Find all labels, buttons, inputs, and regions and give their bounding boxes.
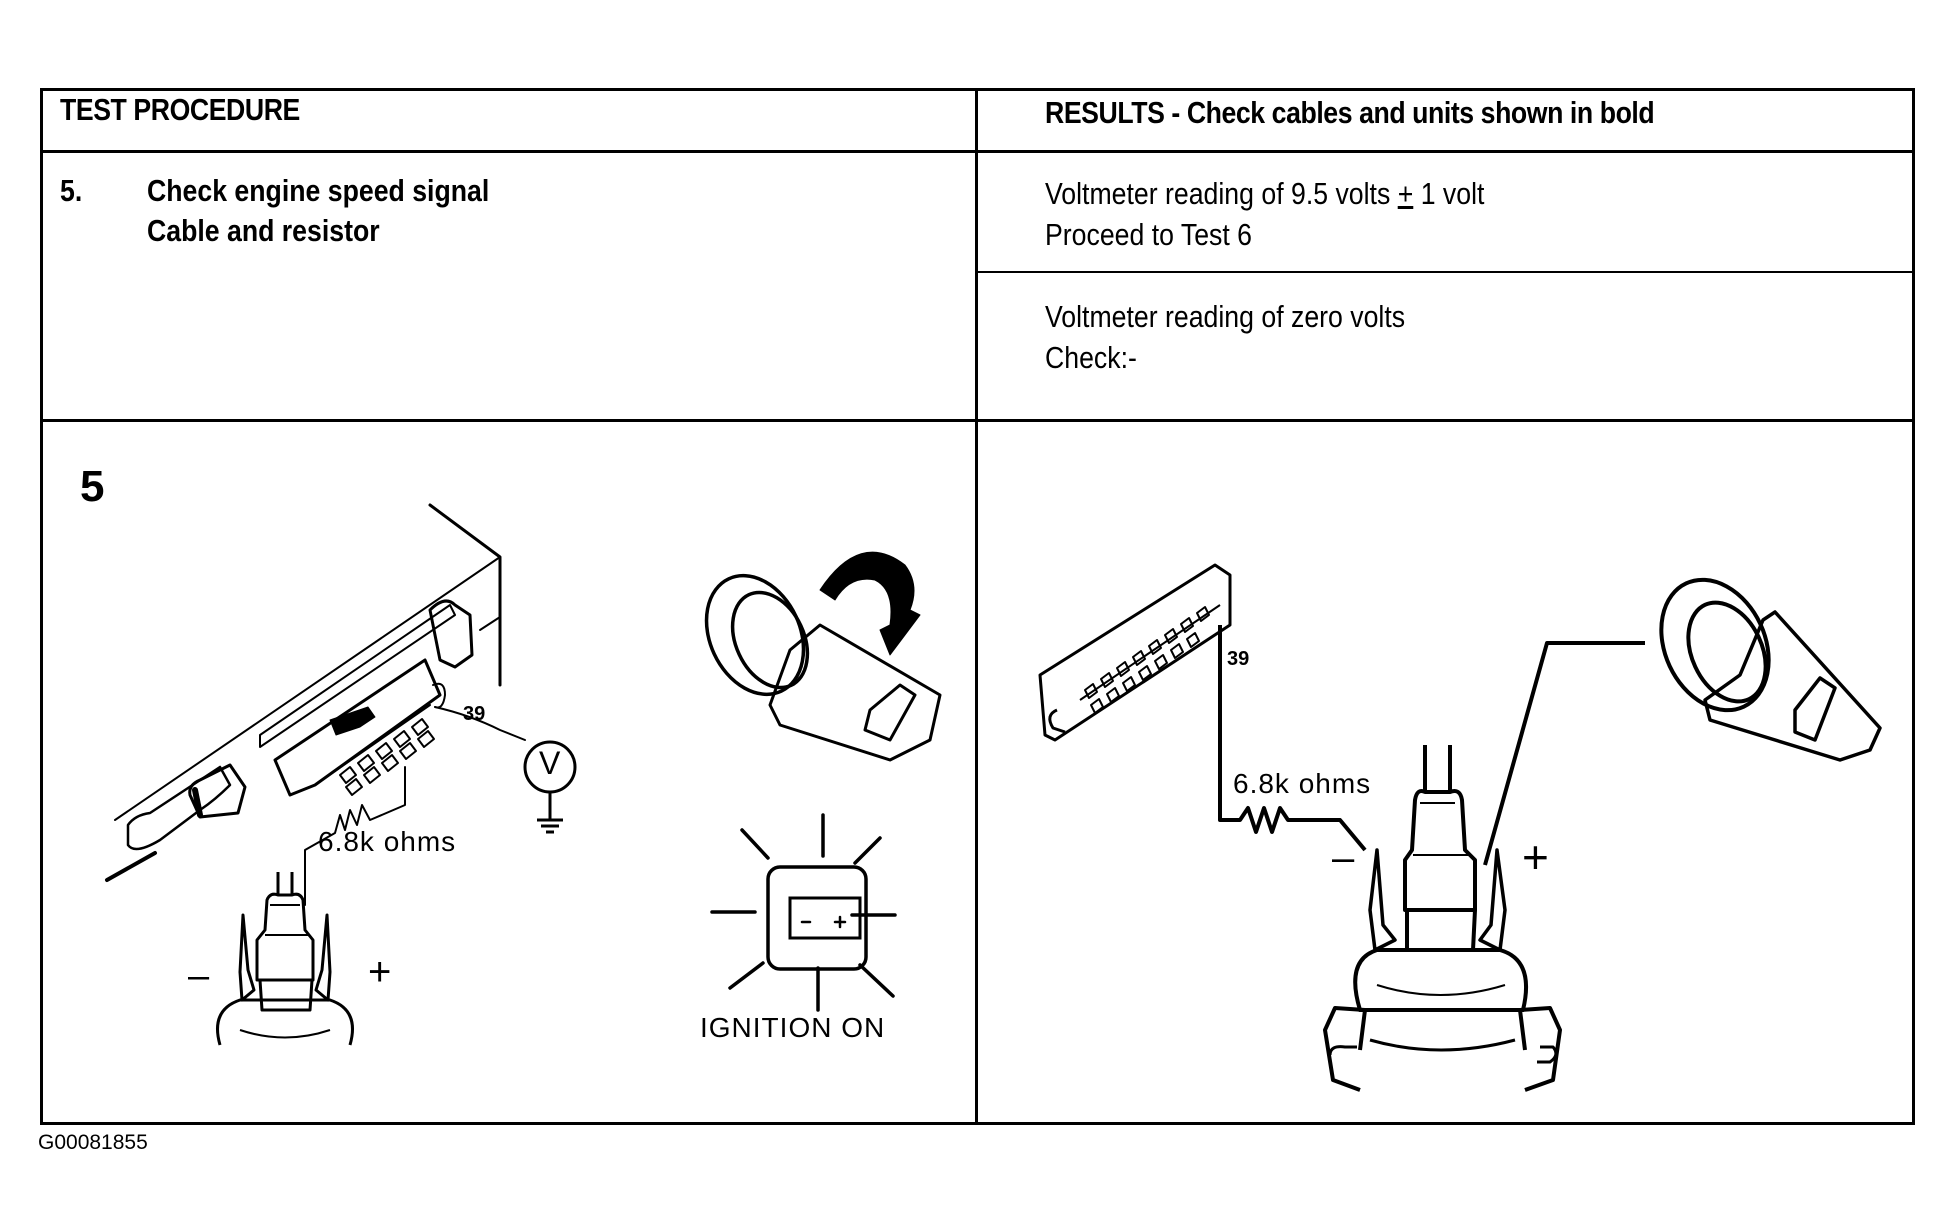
resistor-label-left: 6.8k ohms	[318, 826, 457, 857]
ecu-connector-illustration	[100, 495, 600, 875]
header-results: RESULTS - Check cables and units shown i…	[1045, 95, 1655, 130]
voltmeter-icon	[515, 740, 585, 840]
coil-minus-right: –	[1332, 836, 1355, 880]
text-figure-divider	[40, 419, 1915, 422]
ignition-coil-right	[1315, 710, 1565, 1050]
column-divider	[975, 88, 978, 1125]
procedure-step-number: 5.	[60, 173, 83, 208]
key-wire-right	[1480, 635, 1680, 875]
pin-39-label-right: 39	[1227, 648, 1250, 670]
coil-plus-left: +	[368, 950, 392, 994]
result-pass-line-1: Voltmeter reading of 9.5 volts + 1 volt	[1045, 173, 1484, 214]
header-divider	[40, 150, 1915, 153]
resistor-label-right: 6.8k ohms	[1233, 768, 1372, 799]
plus-minus-symbol: +	[1397, 176, 1414, 211]
ignition-on-label: IGNITION ON	[700, 1012, 886, 1043]
coil-plus-right: +	[1522, 831, 1549, 883]
pin-39-label-left: 39	[463, 703, 486, 725]
resistor-wire-right	[1210, 620, 1470, 900]
ignition-key-right-icon	[1645, 560, 1885, 780]
ecu-connector-right	[1035, 560, 1235, 760]
result-fail-line-1: Voltmeter reading of zero volts	[1045, 299, 1406, 334]
voltmeter-symbol: V	[539, 745, 561, 781]
ignition-key-turn-icon	[690, 520, 930, 780]
ignition-coil-left	[210, 860, 390, 1060]
figure-id: G00081855	[38, 1131, 148, 1154]
results-divider	[977, 271, 1915, 273]
battery-warning-light-icon	[690, 800, 910, 1000]
procedure-line-2: Cable and resistor	[147, 213, 380, 248]
result-pass-line-2: Proceed to Test 6	[1045, 217, 1253, 252]
header-test-procedure: TEST PROCEDURE	[60, 92, 300, 127]
result-pass-tolerance: 1 volt	[1413, 176, 1485, 211]
result-fail-line-2: Check:-	[1045, 340, 1137, 375]
procedure-line-1: Check engine speed signal	[147, 173, 490, 208]
result-pass-text: Voltmeter reading of 9.5 volts	[1045, 176, 1398, 211]
coil-minus-left: –	[188, 955, 210, 997]
figure-number: 5	[80, 462, 105, 511]
